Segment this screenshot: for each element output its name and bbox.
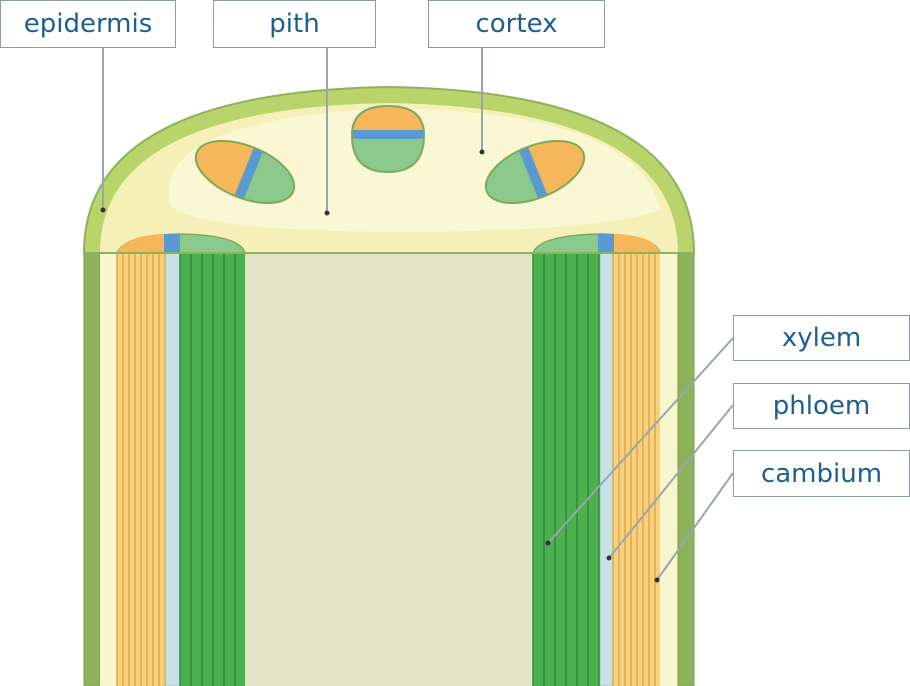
pith-region: [245, 253, 533, 686]
cortex-right: [660, 253, 678, 686]
label-pith: pith: [213, 0, 376, 48]
cortex-left: [100, 253, 117, 686]
cambium-left: [164, 252, 181, 686]
cortex-inner-highlight: [168, 108, 660, 232]
cambium-right: [599, 252, 614, 686]
leader-lines: [102, 47, 734, 581]
label-cortex: cortex: [428, 0, 605, 48]
label-xylem: xylem: [733, 315, 910, 361]
label-epidermis: epidermis: [0, 0, 176, 48]
label-cambium: cambium: [733, 450, 910, 497]
label-phloem: phloem: [733, 383, 910, 429]
vascular-bundle-middle: [350, 104, 426, 174]
epidermis-left: [83, 252, 101, 686]
